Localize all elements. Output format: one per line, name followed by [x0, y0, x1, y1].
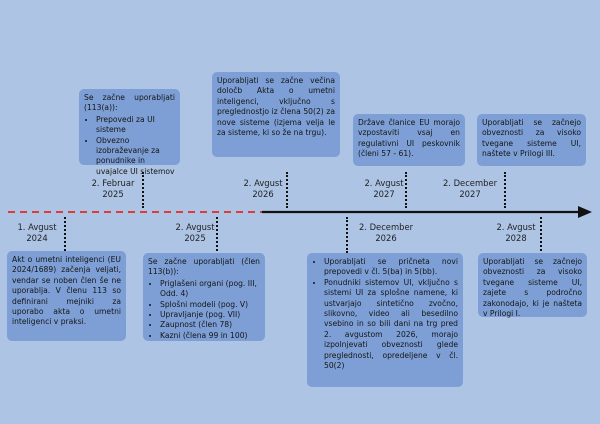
date-year: 2024	[26, 233, 48, 243]
date-day-month: 2. Februar	[91, 178, 135, 188]
date-day-month: 2. December	[442, 178, 498, 188]
milestone-bullet-list: Prepovedi za UI sisteme Obvezno izobraže…	[84, 115, 175, 177]
milestone-box-feb-2025: Se začne uporabljati (113(a)): Prepovedi…	[79, 89, 180, 176]
milestone-date-dec-2027: 2. December 2027	[435, 178, 505, 200]
milestone-box-dec-2026: Uporabljati se pričneta novi prepovedi v…	[307, 253, 463, 387]
list-item: Obvezno izobraževanje za ponudnike in uv…	[96, 136, 175, 178]
milestone-bullet-list: Priglašeni organi (pog. III, Odd. 4) Spl…	[148, 279, 260, 341]
date-day-month: 2. Avgust	[175, 222, 215, 232]
milestone-intro: Se začne uporabljati (člen 113(b)):	[148, 257, 260, 277]
milestone-text: Akt o umetni inteligenci (EU 2024/1689) …	[12, 255, 121, 327]
connector-dots	[540, 217, 542, 251]
date-year: 2027	[373, 189, 395, 199]
date-day-month: 2. Avgust	[243, 178, 283, 188]
connector-dots	[142, 172, 144, 208]
milestone-bullet-list: Uporabljati se pričneta novi prepovedi v…	[312, 257, 458, 371]
list-item: Splošni modeli (pog. V)	[160, 300, 260, 310]
milestone-text: Države članice EU morajo vzpostaviti vsa…	[358, 118, 460, 159]
list-item: Priglašeni organi (pog. III, Odd. 4)	[160, 279, 260, 300]
milestone-box-dec-2027: Uporabljati se začnejo obveznosti za vis…	[477, 114, 586, 166]
milestone-date-aug-2028: 2. Avgust 2028	[481, 222, 551, 244]
list-item: Prepovedi za UI sisteme	[96, 115, 175, 136]
date-day-month: 2. December	[358, 222, 414, 232]
milestone-box-aug-2025: Se začne uporabljati (člen 113(b)): Prig…	[143, 253, 265, 341]
connector-dots	[216, 217, 218, 251]
milestone-date-aug-2027: 2. Avgust 2027	[349, 178, 419, 200]
connector-dots	[286, 172, 288, 208]
list-item: Ponudniki sistemov UI, vključno s sistem…	[324, 278, 458, 372]
milestone-box-aug-2028: Uporabljati se začnejo obveznosti za vis…	[478, 253, 587, 319]
date-day-month: 2. Avgust	[496, 222, 536, 232]
connector-dots	[64, 217, 66, 251]
milestone-box-aug-2027: Države članice EU morajo vzpostaviti vsa…	[353, 114, 465, 166]
list-item: Uporabljati se pričneta novi prepovedi v…	[324, 257, 458, 278]
connector-dots	[405, 172, 407, 208]
milestone-text: Uporabljati se začnejo obveznosti za vis…	[482, 118, 581, 159]
list-item: Upravljanje (pog. VII)	[160, 310, 260, 320]
connector-dots	[346, 217, 348, 253]
date-year: 2025	[102, 189, 124, 199]
date-year: 2026	[252, 189, 274, 199]
milestone-date-aug-2026: 2. Avgust 2026	[228, 178, 298, 200]
date-year: 2026	[375, 233, 397, 243]
date-year: 2025	[184, 233, 206, 243]
milestone-text: Uporabljati se začnejo obveznosti za vis…	[483, 257, 582, 319]
milestone-intro: Se začne uporabljati (113(a)):	[84, 93, 175, 113]
milestone-box-aug-2024: Akt o umetni inteligenci (EU 2024/1689) …	[7, 251, 126, 341]
milestone-text: Uporabljati se začne večina določb Akta …	[217, 76, 335, 138]
date-day-month: 1. Avgust	[17, 222, 57, 232]
date-year: 2028	[505, 233, 527, 243]
milestone-date-feb-2025: 2. Februar 2025	[78, 178, 148, 200]
connector-dots	[504, 172, 506, 208]
milestone-box-aug-2026: Uporabljati se začne večina določb Akta …	[212, 72, 340, 157]
list-item: Zaupnost (člen 78)	[160, 320, 260, 330]
milestone-date-dec-2026: 2. December 2026	[351, 222, 421, 244]
date-year: 2027	[459, 189, 481, 199]
milestone-date-aug-2025: 2. Avgust 2025	[160, 222, 230, 244]
list-item: Kazni (člena 99 in 100)	[160, 331, 260, 341]
milestone-date-aug-2024: 1. Avgust 2024	[2, 222, 72, 244]
date-day-month: 2. Avgust	[364, 178, 404, 188]
arrow-head-icon	[578, 206, 592, 218]
